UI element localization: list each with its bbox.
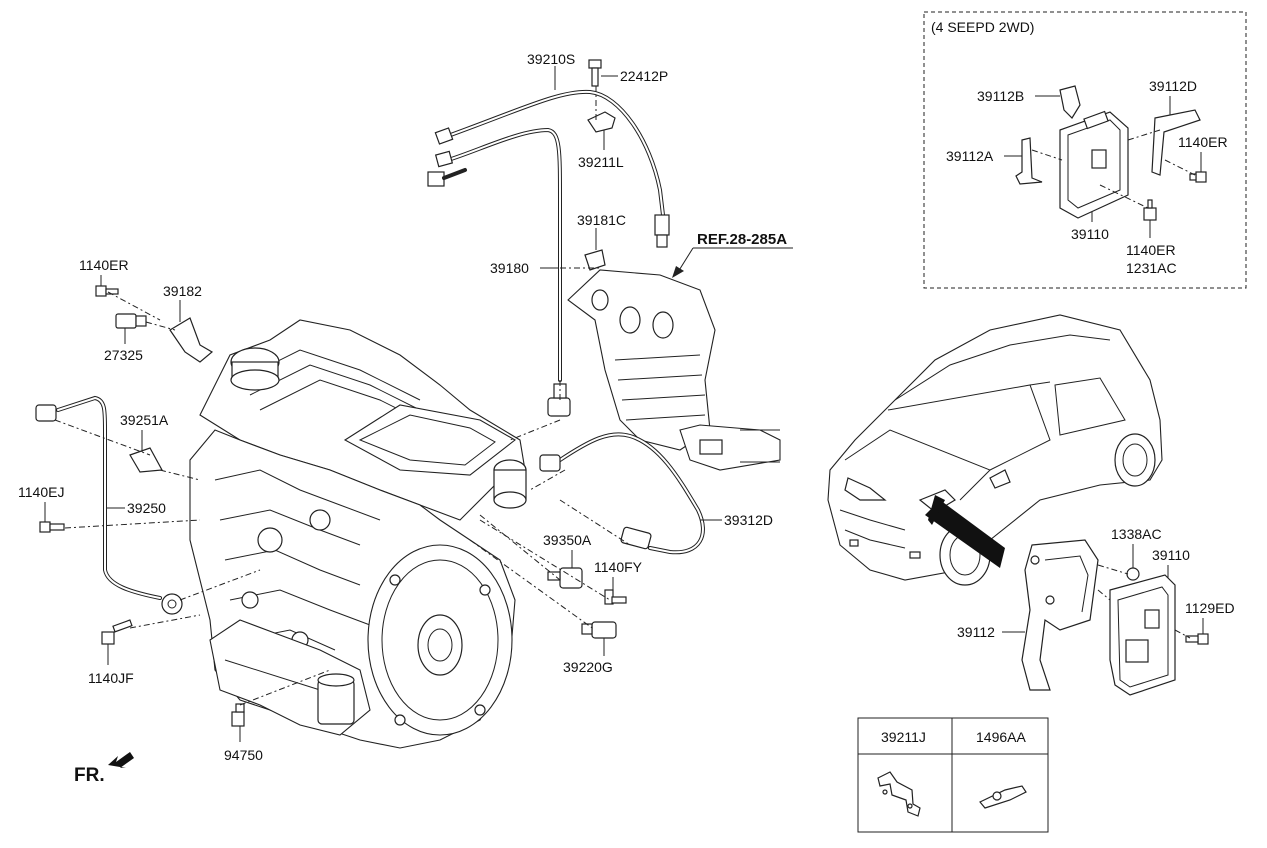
label-39112d: 39112D bbox=[1149, 78, 1197, 94]
label-39182: 39182 bbox=[163, 283, 202, 299]
label-27325: 27325 bbox=[104, 347, 143, 363]
label-ref: REF.28-285A bbox=[697, 231, 787, 248]
label-39350a: 39350A bbox=[543, 532, 592, 548]
inset-4speed-2wd: (4 SEEPD 2WD) 39112B 39112D 39112A bbox=[923, 11, 1247, 289]
label-39211l: 39211L bbox=[578, 154, 624, 170]
bolt-1140ej bbox=[39, 521, 65, 533]
label-39180: 39180 bbox=[490, 260, 529, 276]
o2-sensor-39210s bbox=[427, 89, 670, 382]
engine-assembly bbox=[189, 319, 527, 749]
vehicle-illustration bbox=[827, 314, 1163, 586]
label-39110-car: 39110 bbox=[1152, 547, 1190, 563]
sensor-27325 bbox=[115, 313, 147, 329]
parts-legend-table: 39211J 1496AA bbox=[857, 717, 1049, 833]
label-39250: 39250 bbox=[127, 500, 166, 516]
bracket-39181c bbox=[584, 249, 606, 271]
legend-header-39211j: 39211J bbox=[881, 729, 926, 745]
label-39112a: 39112A bbox=[946, 148, 994, 164]
label-94750: 94750 bbox=[224, 747, 263, 763]
label-39210s: 39210S bbox=[527, 51, 575, 67]
front-direction-indicator: FR. bbox=[74, 752, 134, 786]
label-39110-inset: 39110 bbox=[1071, 226, 1109, 242]
label-1140er-left: 1140ER bbox=[79, 257, 129, 273]
svg-text:FR.: FR. bbox=[74, 765, 105, 786]
legend-header-1496aa: 1496AA bbox=[976, 729, 1026, 745]
bolt-1140er-left bbox=[95, 285, 119, 297]
ecu-mount-assembly: 39112 1338AC 39110 1129ED bbox=[957, 526, 1235, 696]
label-1231ac: 1231AC bbox=[1126, 260, 1177, 276]
callouts: 39210S 22412P 39211L 39181C 39180 REF.28… bbox=[18, 51, 793, 763]
label-1338ac: 1338AC bbox=[1111, 526, 1162, 542]
label-1140fy: 1140FY bbox=[594, 559, 643, 575]
label-1129ed: 1129ED bbox=[1185, 600, 1235, 616]
label-39251a: 39251A bbox=[120, 412, 169, 428]
inset-title: (4 SEEPD 2WD) bbox=[931, 19, 1034, 35]
bolt-1140jf bbox=[101, 619, 133, 645]
arrow-icon bbox=[108, 752, 134, 768]
bracket-39211l bbox=[587, 111, 616, 133]
label-39312d: 39312D bbox=[724, 512, 773, 528]
label-39220g: 39220G bbox=[563, 659, 613, 675]
label-1140er-inset-a: 1140ER bbox=[1178, 134, 1228, 150]
label-22412p: 22412P bbox=[620, 68, 668, 84]
label-1140er-inset-b: 1140ER bbox=[1126, 242, 1176, 258]
label-1140ej: 1140EJ bbox=[18, 484, 64, 500]
label-39112-car: 39112 bbox=[957, 624, 995, 640]
cable-tie-1496aa bbox=[979, 785, 1027, 809]
leader-lines bbox=[54, 86, 631, 706]
sensor-94750 bbox=[231, 703, 245, 727]
sensor-39180 bbox=[547, 383, 571, 417]
bolt-1140fy bbox=[604, 589, 627, 605]
bolt-1140er-inset-b bbox=[1143, 199, 1157, 221]
label-1140jf: 1140JF bbox=[88, 670, 134, 686]
rear-o2-sensor-39312d bbox=[539, 432, 705, 555]
label-39181c: 39181C bbox=[577, 212, 626, 228]
bracket-39182 bbox=[169, 317, 214, 363]
sensor-39350a bbox=[547, 567, 583, 589]
catalytic-converter bbox=[567, 269, 781, 471]
bracket-39251a bbox=[129, 447, 163, 473]
bolt-22412p bbox=[588, 59, 602, 87]
knock-sensor-harness-39250 bbox=[35, 395, 183, 615]
label-39112b: 39112B bbox=[977, 88, 1024, 104]
